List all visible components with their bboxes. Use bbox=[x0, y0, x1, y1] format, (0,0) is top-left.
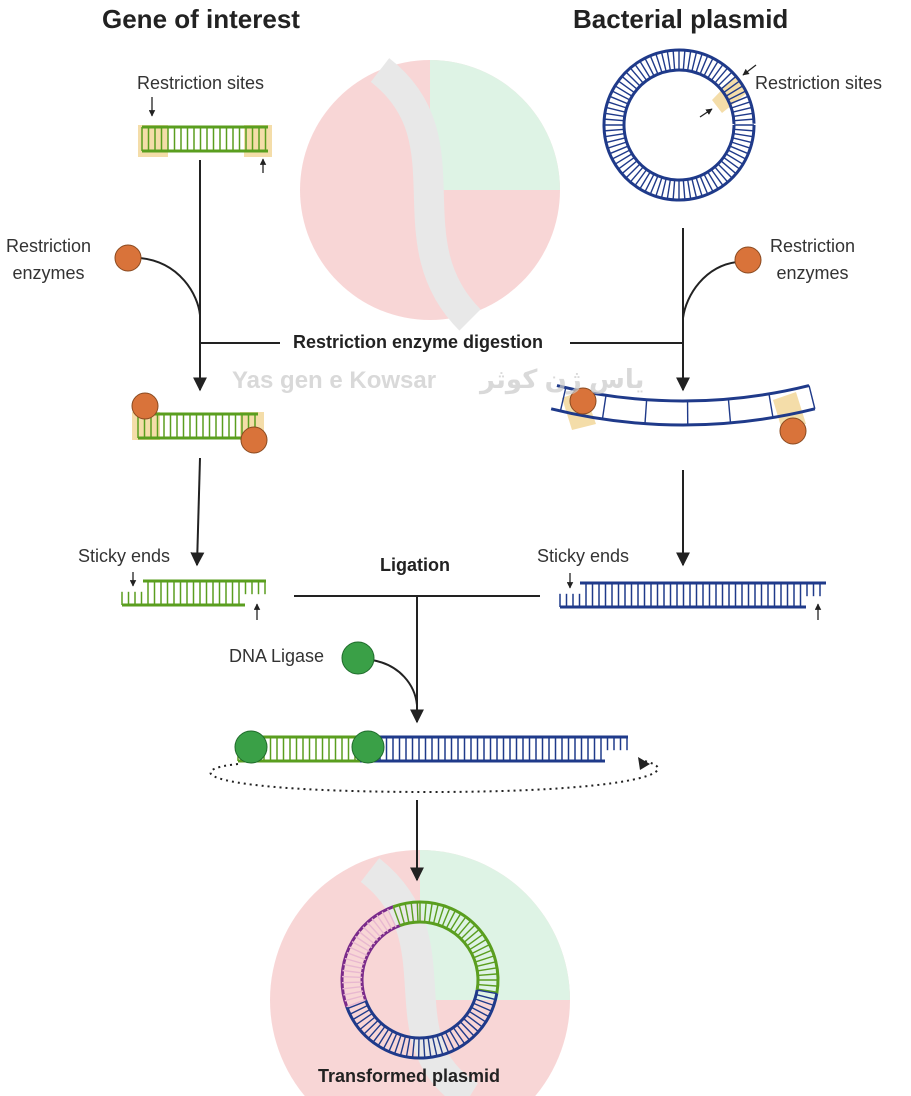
ligase-bound-b bbox=[351, 730, 385, 764]
bacterial-plasmid-ring bbox=[602, 48, 756, 202]
label-restriction-sites-right: Restriction sites bbox=[755, 73, 883, 93]
restriction-enzyme-bound-right-a bbox=[569, 387, 597, 415]
restriction-enzyme-bound-right-b bbox=[779, 417, 807, 445]
label-dna-ligase: DNA Ligase bbox=[229, 646, 325, 666]
label-restriction-sites-left: Restriction sites bbox=[137, 73, 265, 93]
label-transformed-plasmid: Transformed plasmid bbox=[318, 1066, 501, 1086]
heading-gene-of-interest: Gene of interest bbox=[102, 4, 300, 34]
label-restriction-enzyme-digestion: Restriction enzyme digestion bbox=[293, 332, 544, 352]
gene-dna-top bbox=[141, 125, 268, 153]
restriction-enzyme-icon-right bbox=[734, 246, 762, 274]
label-sticky-ends-left: Sticky ends bbox=[78, 546, 171, 566]
restriction-enzyme-bound-left-b bbox=[240, 426, 268, 454]
ligase-bound-a bbox=[234, 730, 268, 764]
heading-bacterial-plasmid: Bacterial plasmid bbox=[573, 4, 789, 34]
plasmid-sticky-ends bbox=[559, 581, 826, 609]
restriction-enzyme-icon-left bbox=[114, 244, 142, 272]
label-ligation: Ligation bbox=[380, 555, 450, 575]
transformed-plasmid-ring bbox=[340, 900, 500, 1060]
restriction-enzyme-bound-left-a bbox=[131, 392, 159, 420]
watermark-logo-bottom bbox=[270, 850, 570, 1096]
circularization-dotted-path bbox=[209, 759, 659, 794]
label-sticky-ends-right: Sticky ends bbox=[537, 546, 630, 566]
joined-dna-strand bbox=[237, 735, 628, 763]
label-restriction-enzymes-right: Restriction enzymes bbox=[770, 236, 856, 283]
watermark-text-arabic: یاس ژن کوثر bbox=[480, 364, 645, 394]
gene-dna-cut bbox=[137, 412, 258, 440]
dna-ligase-icon bbox=[341, 641, 375, 675]
gene-sticky-ends bbox=[121, 579, 266, 607]
watermark-logo-top bbox=[300, 58, 560, 331]
watermark-text-latin: Yas gen e Kowsar bbox=[232, 367, 437, 394]
label-restriction-enzymes-left: Restriction enzymes bbox=[6, 236, 92, 283]
